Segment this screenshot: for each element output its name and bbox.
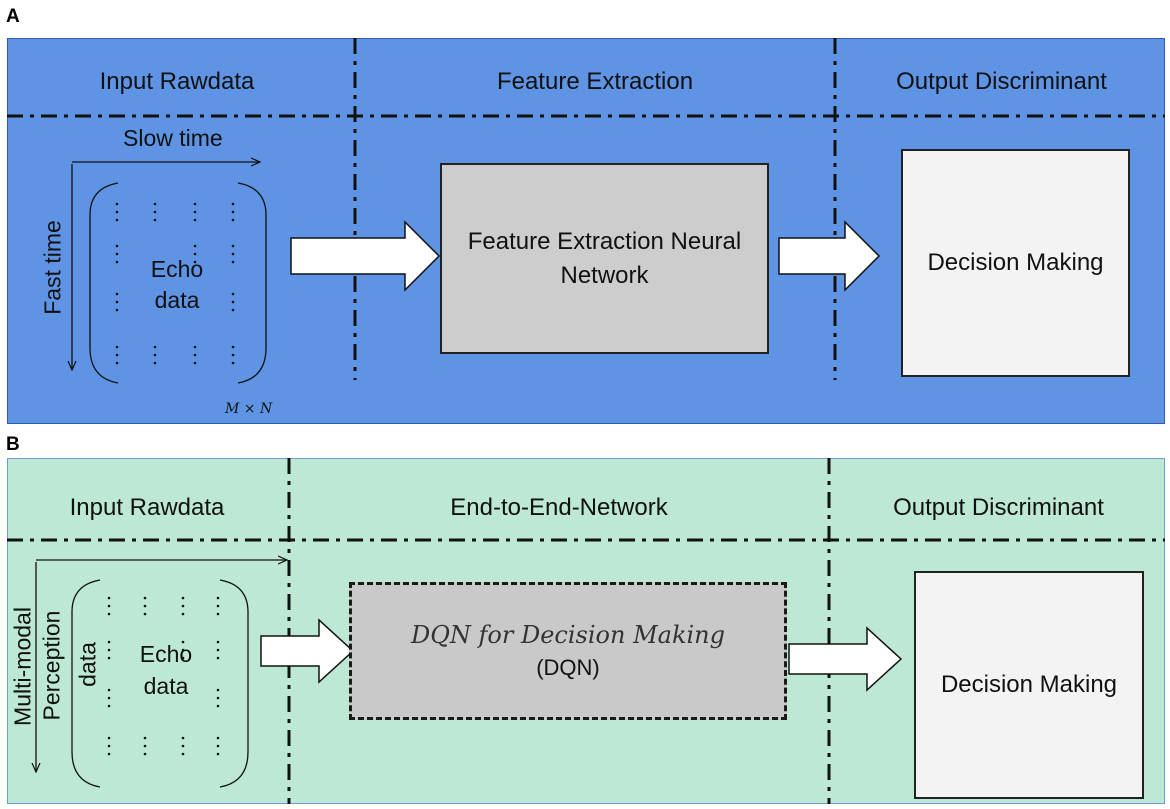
decision-label-b: Decision Making [940,671,1118,699]
panel-b-dividers [7,458,1165,804]
dqn-title: DQN for Decision Making [411,621,725,649]
nn-label-line1: Feature Extraction Neural [467,228,742,256]
decision-making-box-a: Decision Making [901,149,1130,377]
decision-label-a: Decision Making [927,249,1104,277]
fast-time-label: Fast time [39,220,66,315]
decision-making-box-b: Decision Making [914,571,1144,799]
header-end-to-end-network: End-to-End-Network [450,494,668,521]
panel-a-dividers [7,38,1165,380]
axis-data-label: data [74,642,101,687]
nn-label-line2: Network [560,261,649,289]
perception-label: Perception [38,610,65,721]
panel-a-letter: A [6,6,20,27]
slow-time-label: Slow time [123,125,223,151]
echo-label-b2: data [143,673,189,699]
arrow-nn-to-decision [778,220,881,292]
header-input-rawdata-a: Input Rawdata [99,68,255,95]
header-input-rawdata-b: Input Rawdata [69,494,225,521]
echo-label-a2: data [154,287,200,313]
matrix-dots-a [115,202,235,365]
matrix-right-bracket [237,182,267,384]
arrow-dqn-to-decision [788,626,903,692]
multimodal-label: Multi-modal [9,607,36,726]
matrix-right-bracket-b [219,579,249,788]
header-output-discriminant-a: Output Discriminant [896,68,1107,95]
panel-b-letter: B [6,434,20,455]
echo-label-a1: Echo [150,256,204,282]
matrix-left-bracket [89,182,119,384]
header-feature-extraction: Feature Extraction [496,68,694,95]
matrix-dots-b [107,596,220,756]
arrow-input-to-dqn [260,618,355,684]
dqn-subtitle: (DQN) [536,655,600,680]
matrix-left-bracket-b [71,579,101,788]
echo-label-b1: Echo [139,641,193,667]
header-output-discriminant-b: Output Discriminant [893,494,1104,521]
dqn-box: DQN for Decision Making (DQN) [349,582,787,720]
arrow-input-to-nn [290,220,441,292]
matrix-size-label: M × N [225,401,273,417]
feature-extraction-nn-box: Feature Extraction Neural Network [440,163,769,354]
